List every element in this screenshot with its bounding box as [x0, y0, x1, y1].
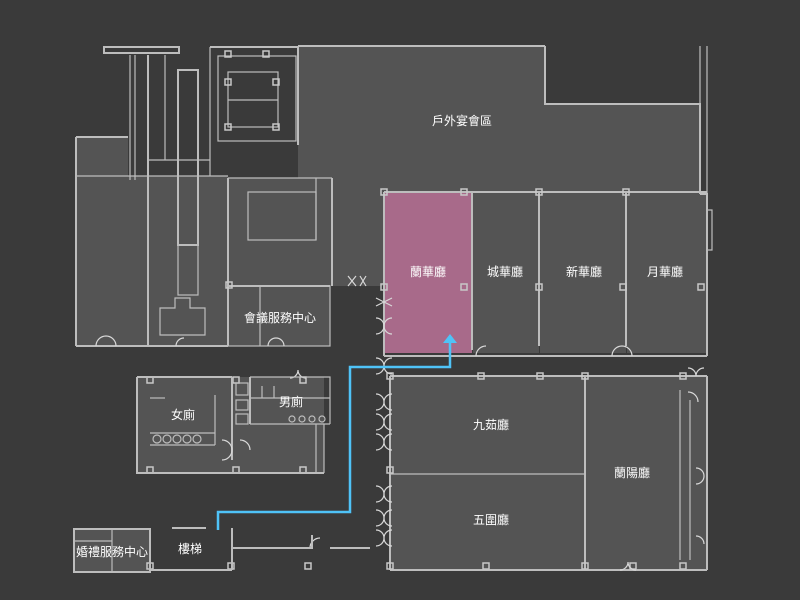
jiuru-hall-room[interactable] — [390, 377, 585, 474]
top-left-structures — [75, 46, 333, 347]
route-path — [216, 342, 452, 530]
wuyuan-hall-room[interactable] — [390, 474, 585, 569]
restroom-block — [136, 376, 331, 474]
lanhua-hall-room[interactable] — [384, 193, 472, 353]
jiuru-hall-label: 九茹廳 — [473, 417, 509, 432]
meeting-service-label: 會議服務中心 — [244, 310, 316, 325]
wedding-service-label: 婚禮服務中心 — [76, 544, 148, 559]
stairs-label: 樓梯 — [178, 541, 202, 556]
mens-restroom-label: 男廁 — [279, 394, 303, 409]
xinhua-hall-room[interactable] — [540, 193, 626, 353]
lanhua-hall-label: 蘭華廳 — [410, 264, 446, 279]
lanyang-hall-room[interactable] — [585, 377, 707, 569]
chenghua-hall-label: 城華廳 — [487, 264, 523, 279]
womens-restroom-label: 女廁 — [171, 407, 195, 422]
xinhua-hall-label: 新華廳 — [566, 264, 602, 279]
bottom-left-structures — [73, 527, 370, 573]
outdoor-banquet-label: 戶外宴會區 — [432, 113, 492, 128]
lanyang-hall-label: 蘭陽廳 — [614, 465, 650, 480]
outdoor-banquet-area[interactable] — [228, 46, 700, 286]
route-arrow-head — [443, 334, 457, 343]
yuehua-hall-label: 月華廳 — [647, 264, 683, 279]
columns — [146, 50, 705, 570]
yuehua-hall-room[interactable] — [627, 193, 707, 353]
navigation-route — [216, 334, 457, 530]
main-walls — [227, 45, 713, 571]
chenghua-hall-room[interactable] — [473, 193, 539, 353]
wuyuan-hall-label: 五圍廳 — [473, 512, 509, 527]
